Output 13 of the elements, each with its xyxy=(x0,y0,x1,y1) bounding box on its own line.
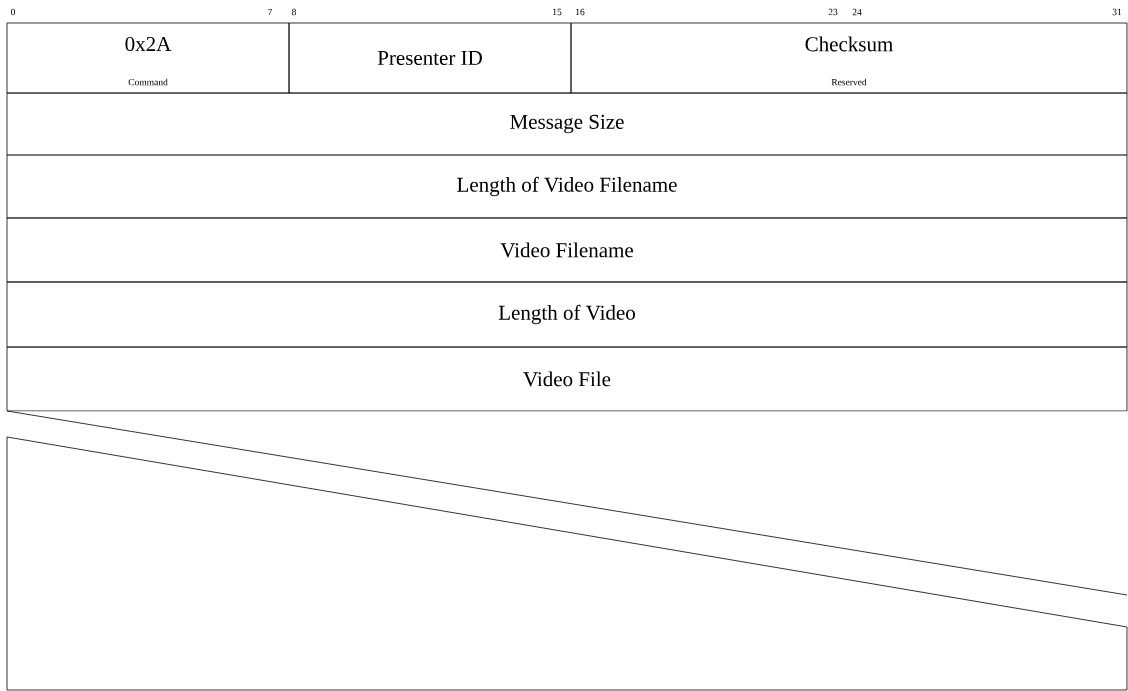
bit-number: 8 xyxy=(292,8,296,16)
bit-number: 16 xyxy=(576,8,585,16)
field-box: Length of Video xyxy=(6,281,1128,348)
field-box: Message Size xyxy=(6,92,1128,156)
field-box: Presenter ID xyxy=(288,22,572,94)
truncated-field-box xyxy=(6,436,1128,691)
field-box: Video File xyxy=(6,346,1128,412)
bit-number: 7 xyxy=(268,8,273,16)
field-box: Video Filename xyxy=(6,217,1128,283)
field-box: Length of Video Filename xyxy=(6,154,1128,219)
field-box: Checksum Reserved xyxy=(570,22,1128,94)
field-box: 0x2A Command xyxy=(6,22,290,94)
bit-number: 15 xyxy=(553,8,562,16)
